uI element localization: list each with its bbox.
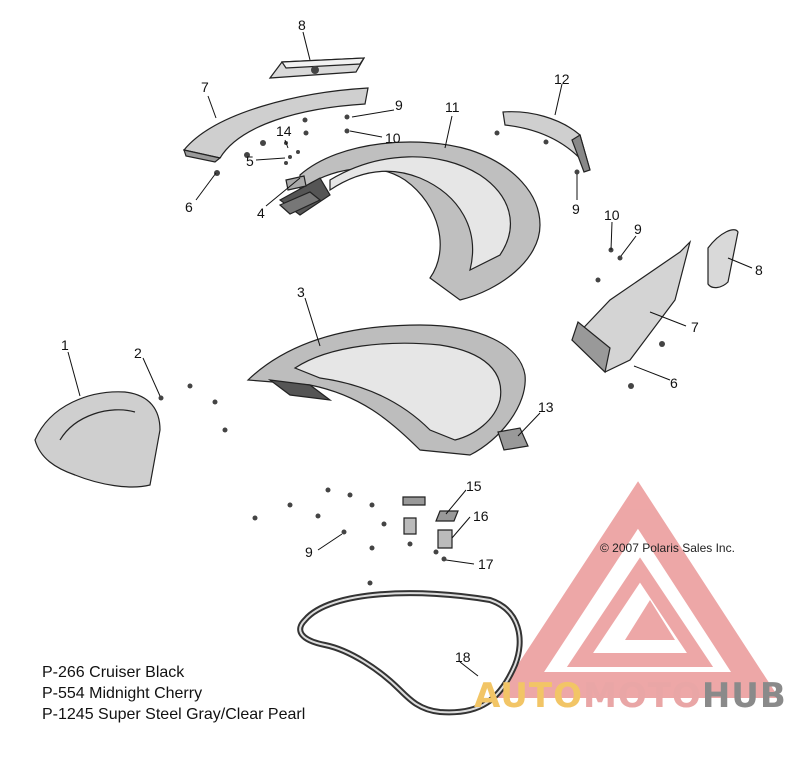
part-18-seal-gasket — [297, 590, 523, 716]
watermark-logo — [495, 481, 779, 698]
part-11-lid — [278, 141, 541, 301]
callout-9-right2: 9 — [634, 221, 642, 237]
part-7-top-trim — [182, 87, 369, 163]
callout-6-top: 6 — [185, 199, 193, 215]
brand-part-auto: AUTO — [474, 676, 583, 716]
copyright-notice: © 2007 Polaris Sales Inc. — [600, 541, 735, 555]
callout-8-right: 8 — [755, 262, 763, 278]
callout-16: 16 — [473, 508, 489, 524]
part-4-hinge-bracket — [278, 175, 322, 215]
part-16-brackets — [403, 517, 453, 549]
part-8-right-reflector — [707, 229, 739, 289]
callout-1: 1 — [61, 337, 69, 353]
fastener-group — [158, 114, 665, 586]
callout-5: 5 — [246, 153, 254, 169]
brand-part-moto: MOTO — [582, 676, 702, 716]
watermark-brand: AUTOMOTOHUB — [474, 676, 787, 716]
callout-9-bottom: 9 — [305, 544, 313, 560]
leader-lines — [67, 31, 753, 677]
callout-2: 2 — [134, 345, 142, 361]
callout-9-top: 9 — [395, 97, 403, 113]
legend-line: P-266 Cruiser Black — [42, 664, 185, 681]
legend-line: P-1245 Super Steel Gray/Clear Pearl — [42, 706, 306, 723]
callout-7-right: 7 — [691, 319, 699, 335]
callout-3: 3 — [297, 284, 305, 300]
brand-part-hub: HUB — [701, 676, 787, 716]
callout-8-top: 8 — [298, 17, 306, 33]
callout-7-top: 7 — [201, 79, 209, 95]
callout-10-top: 10 — [385, 130, 401, 146]
callout-14: 14 — [276, 123, 292, 139]
callout-12: 12 — [554, 71, 570, 87]
callout-10-right: 10 — [604, 207, 620, 223]
part-15-clips — [402, 496, 459, 522]
callout-13: 13 — [538, 399, 554, 415]
callout-4: 4 — [257, 205, 265, 221]
callout-11: 11 — [445, 99, 460, 115]
callout-6-right: 6 — [670, 375, 678, 391]
callout-15: 15 — [466, 478, 482, 494]
legend-line: P-554 Midnight Cherry — [42, 685, 203, 702]
callout-17: 17 — [478, 556, 494, 572]
color-legend: P-266 Cruiser Black P-554 Midnight Cherr… — [42, 662, 305, 725]
callout-18: 18 — [455, 649, 471, 665]
part-1-side-cover — [34, 391, 161, 488]
part-12-rear-trim — [502, 111, 591, 173]
part-3-trunk-base — [246, 324, 526, 456]
callout-labels: 8 7 9 10 11 12 14 5 4 6 9 10 9 8 7 6 3 1… — [61, 17, 763, 665]
callout-9-right: 9 — [572, 201, 580, 217]
part-13-latch — [497, 427, 529, 451]
part-7-right-trim — [571, 240, 692, 374]
part-8-top-reflector — [268, 57, 366, 79]
